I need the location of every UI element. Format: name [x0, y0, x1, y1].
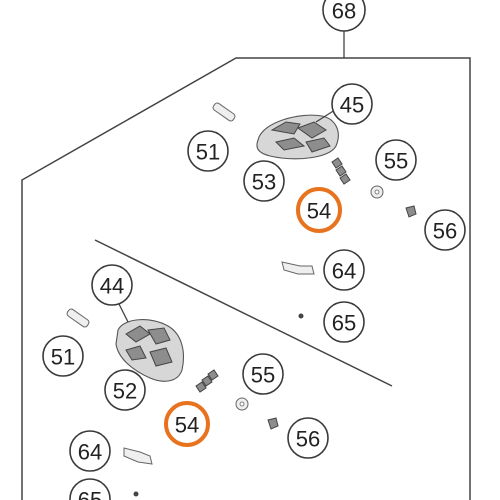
callout-44-label: 44 — [100, 274, 124, 299]
callout-65-upper[interactable]: 65 — [323, 301, 365, 343]
callout-55-upper[interactable]: 55 — [375, 139, 417, 181]
callout-56-lower-label: 56 — [296, 427, 320, 452]
callout-45-label: 45 — [340, 93, 364, 118]
callout-56-upper-label: 56 — [433, 219, 457, 244]
callout-54-lower[interactable]: 54 — [164, 401, 210, 447]
callout-55-upper-label: 55 — [384, 149, 408, 174]
part-45-footrest-upper — [256, 107, 339, 160]
part-56-clip-upper — [405, 205, 417, 218]
callout-64-lower[interactable]: 64 — [69, 430, 111, 472]
part-53-spring-upper — [331, 157, 351, 185]
callout-51-lower-label: 51 — [51, 345, 75, 370]
callout-45[interactable]: 45 — [331, 83, 373, 125]
callout-55-lower-label: 55 — [251, 363, 275, 388]
part-55-washer-lower — [235, 397, 249, 411]
callout-54-upper-label: 54 — [307, 199, 331, 224]
callout-65-lower-label: 65 — [78, 488, 102, 500]
callout-51-lower[interactable]: 51 — [42, 335, 84, 377]
callout-56-upper[interactable]: 56 — [424, 209, 466, 251]
callout-52[interactable]: 52 — [104, 369, 146, 411]
callout-54-lower-label: 54 — [175, 413, 199, 438]
callout-68[interactable]: 68 — [322, 0, 366, 32]
group-divider — [94, 239, 393, 387]
part-65-screw-upper — [298, 313, 304, 319]
callout-65-upper-label: 65 — [332, 311, 356, 336]
part-51-pin-upper — [212, 102, 236, 122]
part-53-spring-lower — [195, 369, 219, 393]
part-56-clip-lower — [267, 417, 279, 430]
callout-52-label: 52 — [113, 379, 137, 404]
part-65-screw-lower — [133, 491, 139, 497]
assembly-frame — [21, 57, 471, 500]
callout-68-label: 68 — [332, 0, 356, 24]
callout-65-lower[interactable]: 65 — [69, 478, 111, 500]
callout-56-lower[interactable]: 56 — [287, 417, 329, 459]
callout-44[interactable]: 44 — [91, 264, 133, 306]
callout-64-upper-label: 64 — [332, 259, 356, 284]
callout-64-upper[interactable]: 64 — [323, 249, 365, 291]
callout-55-lower[interactable]: 55 — [242, 353, 284, 395]
callout-53[interactable]: 53 — [243, 160, 285, 202]
callout-51-upper-label: 51 — [196, 140, 220, 165]
callout-53-label: 53 — [252, 170, 276, 195]
callout-64-lower-label: 64 — [78, 440, 102, 465]
part-51-pin-lower — [66, 308, 90, 328]
part-64-plate-lower — [123, 447, 153, 465]
callout-54-upper[interactable]: 54 — [296, 187, 342, 233]
callout-51-upper[interactable]: 51 — [187, 130, 229, 172]
part-44-footrest-lower — [115, 301, 185, 382]
part-64-plate-upper — [281, 261, 315, 275]
part-55-washer-upper — [370, 185, 384, 199]
